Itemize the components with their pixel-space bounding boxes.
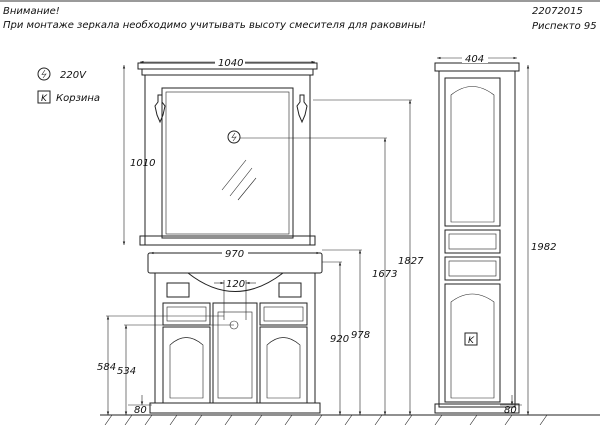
floor	[100, 414, 600, 425]
dim-column-height: 1982	[531, 242, 556, 253]
dim-column-plinth-80: 80	[504, 405, 517, 416]
column-basket-symbol: K	[468, 336, 475, 346]
dim-vanity-920: 920	[330, 334, 349, 345]
column-basket-icon	[464, 332, 478, 346]
legend-basket-label: Корзина	[56, 93, 100, 104]
dim-plinth-80: 80	[134, 405, 147, 416]
dim-vanity-978: 978	[351, 330, 370, 341]
lamp-right	[296, 94, 308, 124]
lamp-left	[154, 94, 166, 124]
top-border	[0, 0, 600, 2]
legend-basket: K Корзина	[37, 90, 100, 104]
drawing-code: 22072015	[532, 6, 583, 17]
dim-mirror-height: 1010	[130, 158, 155, 169]
dim-mirror-width: 1040	[218, 58, 243, 69]
dim-faucet-spacing: 120	[226, 279, 245, 290]
dim-drain-584: 584	[97, 362, 116, 373]
vanity	[147, 252, 323, 414]
mirror-power-outlet-icon	[227, 130, 241, 144]
dim-drain-534: 534	[117, 366, 136, 377]
warning-text: При монтаже зеркала необходимо учитывать…	[3, 20, 427, 31]
mirror	[137, 62, 318, 246]
legend-power-label: 220V	[60, 70, 87, 81]
basket-symbol: K	[41, 94, 48, 104]
dim-mirror-bottom-1673: 1673	[372, 269, 397, 280]
dimensions: 1040 1010 970 120 920 978 1673 1827 584 …	[97, 52, 556, 416]
power-outlet-icon	[37, 67, 51, 81]
tall-cabinet: K	[434, 62, 520, 414]
product-name: Риспекто 95	[532, 21, 597, 32]
dim-mirror-top-1827: 1827	[398, 256, 424, 267]
dim-column-width: 404	[465, 54, 484, 65]
warning-title: Внимание!	[3, 6, 60, 17]
dim-vanity-width: 970	[225, 249, 244, 260]
legend-power: 220V	[37, 67, 87, 81]
basket-icon	[37, 90, 51, 104]
